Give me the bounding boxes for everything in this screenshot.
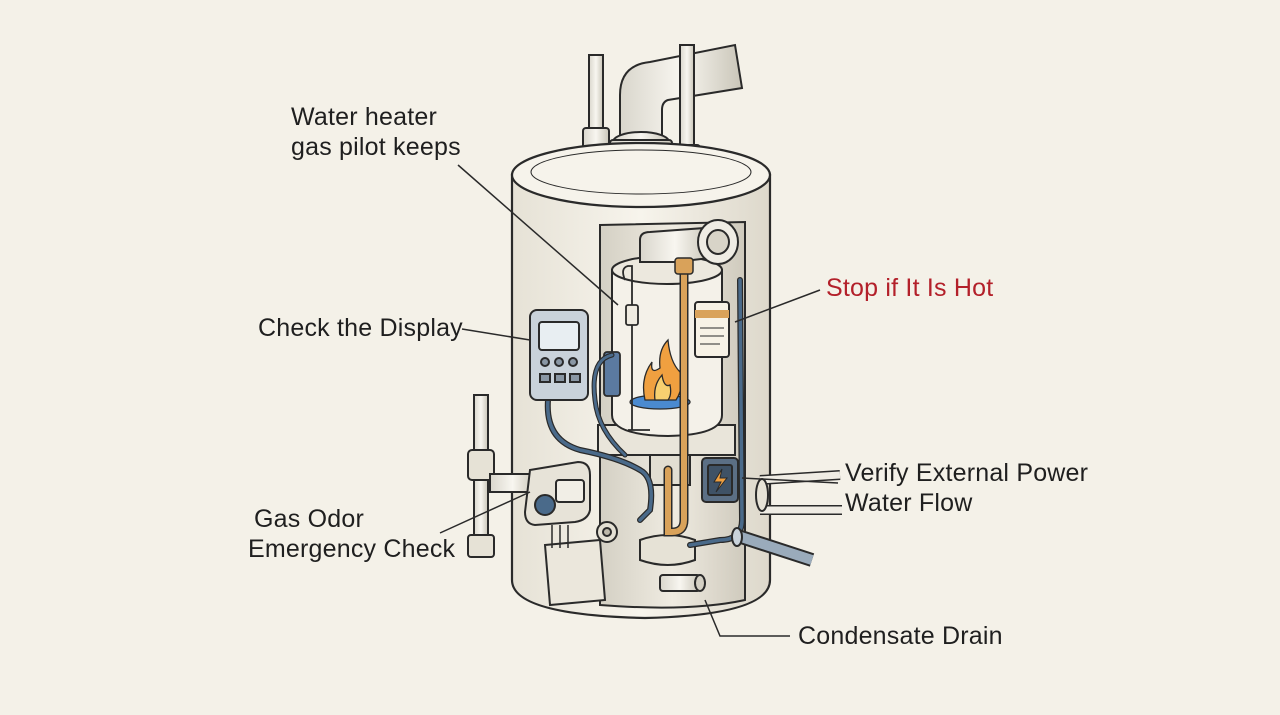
digital-display-panel [529, 309, 589, 401]
callout-pilot-line1: Water heater [291, 103, 437, 131]
wire-bracket [543, 525, 607, 607]
callout-power-line1: Verify External Power [845, 459, 1089, 487]
callout-leaders [439, 164, 839, 637]
callout-hot-warning: Stop if It Is Hot [826, 274, 994, 302]
leader-gas [439, 491, 531, 534]
leader-hot [734, 289, 821, 323]
cutaway-view [597, 219, 746, 609]
callout-pilot: Water heater gas pilot keeps [291, 102, 461, 162]
leader-drain [704, 599, 790, 637]
callout-condensate-drain: Condensate Drain [798, 622, 1003, 650]
callout-power: Verify External Power Water Flow [845, 458, 1088, 518]
callout-gas-line1: Gas Odor [254, 505, 364, 533]
flame-icon [629, 338, 691, 410]
leader-power [741, 477, 839, 484]
copper-gas-line [663, 257, 694, 537]
junction-box [701, 457, 739, 503]
drain-valve [596, 521, 706, 592]
callout-gas-odor: Gas Odor Emergency Check [248, 504, 455, 564]
leader-display [461, 328, 531, 341]
pilot-thermocouple [603, 265, 650, 431]
callout-pilot-line2: gas pilot keeps [291, 133, 461, 161]
gas-control-valve [467, 394, 591, 558]
callout-display: Check the Display [258, 314, 463, 342]
callout-gas-line2: Emergency Check [248, 535, 456, 563]
leader-pilot [457, 164, 619, 306]
lightning-bolt-icon [713, 468, 729, 493]
callout-power-line2: Water Flow [845, 489, 973, 517]
